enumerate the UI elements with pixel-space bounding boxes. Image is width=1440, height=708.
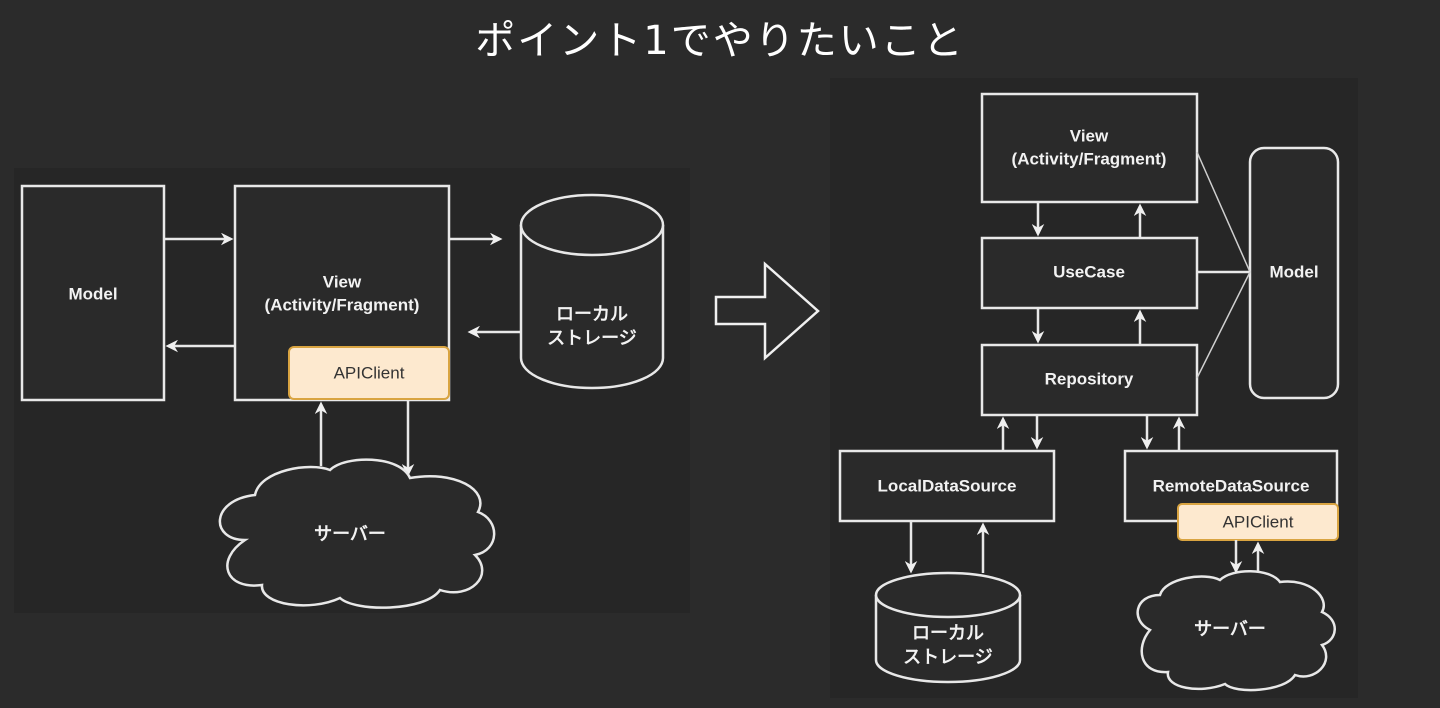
connector-repository-model — [1196, 271, 1251, 379]
after-model-label: Model — [1269, 262, 1318, 281]
before-server-cloud — [218, 458, 496, 609]
after-local-data-source-box — [838, 449, 1056, 523]
before-model-box — [20, 184, 166, 402]
after-repository-label: Repository — [1045, 369, 1134, 388]
after-remote-data-source-label: RemoteDataSource — [1153, 476, 1310, 495]
after-storage-label: ローカル — [912, 623, 984, 644]
after-storage-cylinder — [874, 571, 1022, 684]
after-usecase-label: UseCase — [1053, 262, 1125, 281]
after-server-label: サーバー — [1194, 619, 1266, 640]
before-diagram: Model View (Activity/Fragment) APIClient… — [20, 184, 665, 609]
after-apiclient-box — [1177, 503, 1339, 541]
slide-title: ポイント1でやりたいこと — [475, 18, 965, 64]
after-local-data-source-label: LocalDataSource — [878, 476, 1017, 495]
before-server-label: サーバー — [314, 524, 386, 545]
after-server-cloud — [1136, 570, 1336, 692]
before-storage-sublabel: ストレージ — [547, 328, 637, 349]
connector-view-model — [1196, 151, 1251, 273]
after-storage-sublabel: ストレージ — [903, 647, 993, 668]
before-view-sublabel: (Activity/Fragment) — [265, 295, 420, 314]
after-view-sublabel: (Activity/Fragment) — [1012, 149, 1167, 168]
after-diagram: View (Activity/Fragment) UseCase Reposit… — [838, 92, 1340, 692]
after-repository-box — [980, 343, 1199, 417]
transition-arrow-icon — [714, 261, 820, 361]
after-apiclient-label: APIClient — [1223, 512, 1294, 531]
before-apiclient-label: APIClient — [334, 363, 405, 382]
before-storage-cylinder — [519, 193, 665, 390]
before-storage-label: ローカル — [556, 304, 628, 325]
before-view-label: View — [323, 272, 362, 291]
after-view-box — [980, 92, 1199, 204]
after-view-label: View — [1070, 126, 1109, 145]
before-model-label: Model — [68, 284, 117, 303]
after-usecase-box — [980, 236, 1199, 310]
before-apiclient-box — [288, 346, 450, 400]
